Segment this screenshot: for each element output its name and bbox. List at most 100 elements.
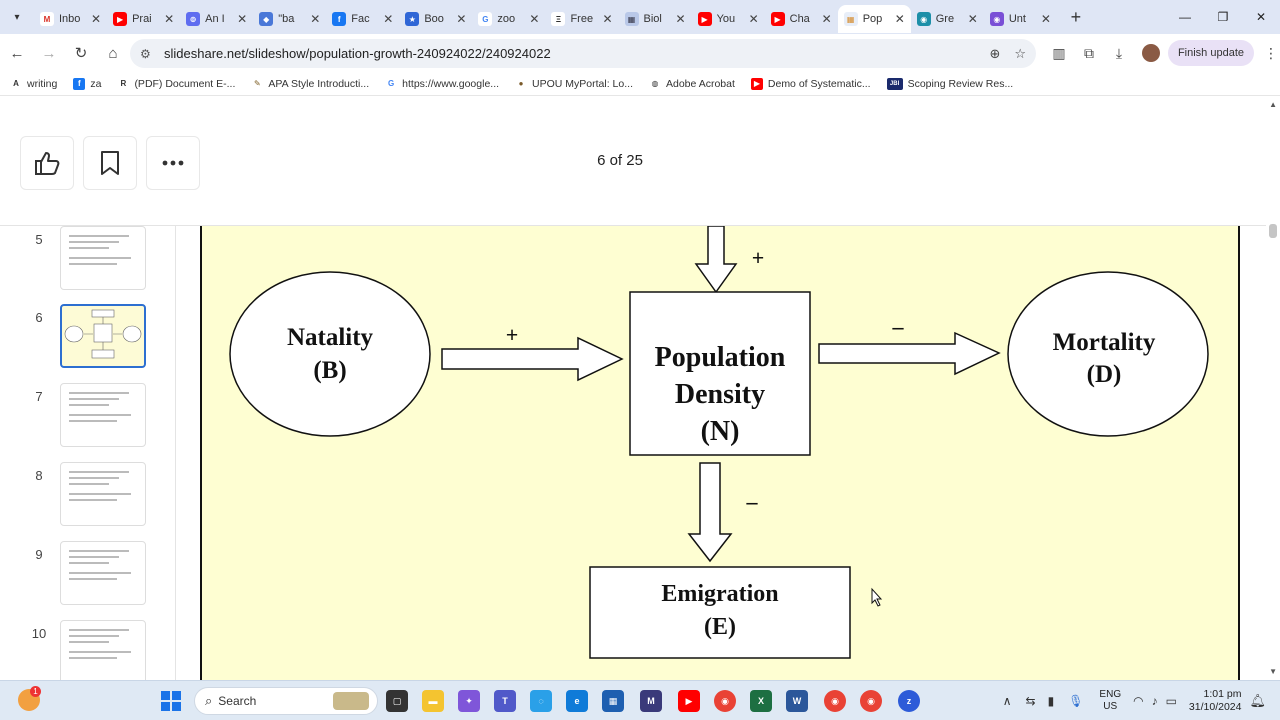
thumbnail-row[interactable]: 6: [0, 304, 175, 374]
tab-close-icon[interactable]: ✕: [164, 12, 175, 26]
forward-icon[interactable]: →: [41, 44, 57, 62]
site-info-icon[interactable]: ⚙: [140, 46, 151, 61]
thumbnail-row[interactable]: 5: [0, 226, 175, 296]
store-icon[interactable]: ▦: [602, 690, 624, 712]
page-scrollbar[interactable]: ▲ ▼: [1266, 96, 1280, 680]
tab-search-icon[interactable]: ▾: [14, 11, 20, 23]
language-indicator[interactable]: ENG US: [1099, 689, 1121, 713]
file-explorer-icon[interactable]: ▬: [422, 690, 444, 712]
browser-tab[interactable]: ▶Cha✕: [765, 5, 838, 33]
tab-close-icon[interactable]: ✕: [748, 12, 759, 26]
browser-tab[interactable]: ▦Pop✕: [837, 5, 911, 33]
tab-close-icon[interactable]: ✕: [529, 12, 540, 26]
browser-tab[interactable]: ◆"ba✕: [253, 5, 326, 33]
chrome-icon[interactable]: ◉: [714, 690, 736, 712]
notification-bell-icon[interactable]: 🔔︎: [1249, 693, 1266, 708]
browser-tab[interactable]: ◉Gre✕: [911, 5, 984, 33]
scroll-up-icon[interactable]: ▲: [1269, 100, 1277, 109]
zoom-app-icon[interactable]: z: [898, 690, 920, 712]
browser-tab[interactable]: ▶Prai✕: [107, 5, 180, 33]
app-icon[interactable]: M: [640, 690, 662, 712]
tray-expand-icon[interactable]: ∧: [1002, 694, 1012, 708]
finish-update-button[interactable]: Finish update: [1167, 40, 1254, 66]
thumbnail-row[interactable]: 7: [0, 383, 175, 453]
thumbnail-row[interactable]: 9: [0, 541, 175, 611]
tab-close-icon[interactable]: ✕: [91, 12, 102, 26]
windows-start-icon[interactable]: [160, 690, 182, 712]
minimize-icon[interactable]: —: [1179, 10, 1191, 24]
side-panel-icon[interactable]: ▥: [1052, 44, 1066, 61]
chat-app-icon[interactable]: ◌: [530, 690, 552, 712]
reload-icon[interactable]: ↻: [74, 45, 88, 62]
excel-icon[interactable]: X: [750, 690, 772, 712]
tab-close-icon[interactable]: ✕: [310, 12, 321, 26]
back-icon[interactable]: ←: [9, 44, 25, 62]
bookmark-item[interactable]: ✎APA Style Introducti...: [251, 77, 369, 90]
extensions-icon[interactable]: ⧉: [1083, 44, 1094, 61]
slide-thumbnail[interactable]: [60, 620, 146, 680]
profile-avatar[interactable]: [1141, 44, 1160, 62]
download-icon[interactable]: ⤓: [1115, 44, 1123, 61]
youtube-icon[interactable]: ▶: [678, 690, 700, 712]
tab-close-icon[interactable]: ✕: [602, 12, 613, 26]
thumbnail-row[interactable]: 8: [0, 462, 175, 532]
restore-icon[interactable]: ❐: [1217, 10, 1229, 24]
address-bar[interactable]: ⚙ slideshare.net/slideshow/population-gr…: [130, 39, 1036, 68]
thumbnail-row[interactable]: 10: [0, 620, 175, 680]
tab-close-icon[interactable]: ✕: [967, 12, 978, 26]
scroll-down-icon[interactable]: ▼: [1269, 667, 1277, 676]
zoom-icon[interactable]: ⊕: [989, 45, 1001, 61]
close-window-icon[interactable]: ✕: [1255, 10, 1267, 24]
copilot-icon[interactable]: ✦: [458, 690, 480, 712]
slide-thumbnail[interactable]: [60, 383, 146, 447]
taskbar-search[interactable]: ⌕ Search: [194, 687, 378, 715]
wifi-icon[interactable]: ◠: [1133, 694, 1144, 708]
scroll-thumb[interactable]: [1269, 224, 1277, 238]
microphone-icon[interactable]: 🎙: [1068, 694, 1084, 708]
tab-close-icon[interactable]: ✕: [894, 12, 905, 26]
clock[interactable]: 1:01 pm 31/10/2024: [1189, 688, 1242, 714]
volume-icon[interactable]: ♪: [1151, 694, 1158, 708]
slide-thumbnail[interactable]: [60, 304, 146, 368]
chrome-profile-icon[interactable]: ◉: [824, 690, 846, 712]
tray-app-icon[interactable]: ⇆: [1025, 694, 1036, 708]
save-button[interactable]: [83, 136, 137, 190]
slide-thumbnail[interactable]: [60, 541, 146, 605]
more-options-button[interactable]: [146, 136, 200, 190]
teams-icon[interactable]: T: [494, 690, 516, 712]
task-view-icon[interactable]: ▢: [386, 690, 408, 712]
tab-close-icon[interactable]: ✕: [1040, 12, 1051, 26]
slide-thumbnail[interactable]: [60, 226, 146, 290]
bookmark-item[interactable]: R(PDF) Document E-...: [117, 77, 235, 90]
slide-thumbnail[interactable]: [60, 462, 146, 526]
browser-menu-icon[interactable]: ⋮: [1264, 44, 1278, 61]
browser-tab[interactable]: ⊚An I✕: [180, 5, 253, 33]
like-button[interactable]: [20, 136, 74, 190]
chrome-profile-2-icon[interactable]: ◉: [860, 690, 882, 712]
tab-close-icon[interactable]: ✕: [237, 12, 248, 26]
home-icon[interactable]: ⌂: [108, 44, 118, 62]
browser-tab[interactable]: ▶You✕: [692, 5, 765, 33]
tab-close-icon[interactable]: ✕: [456, 12, 467, 26]
tray-app-2-icon[interactable]: ▮: [1047, 694, 1055, 708]
browser-tab[interactable]: ★Boo✕: [399, 5, 472, 33]
new-tab-button[interactable]: +: [1070, 6, 1082, 27]
browser-tab[interactable]: ▦Biol✕: [619, 5, 692, 33]
word-icon[interactable]: W: [786, 690, 808, 712]
tab-close-icon[interactable]: ✕: [675, 12, 686, 26]
tab-close-icon[interactable]: ✕: [383, 12, 394, 26]
bookmark-star-icon[interactable]: ☆: [1014, 45, 1026, 61]
battery-icon[interactable]: ▭: [1165, 694, 1177, 708]
bookmark-item[interactable]: ●UPOU MyPortal: Lo...: [515, 77, 633, 90]
edge-icon[interactable]: e: [566, 690, 588, 712]
browser-tab[interactable]: ◉Unt✕: [984, 5, 1057, 33]
bookmark-item[interactable]: ◍Adobe Acrobat: [649, 77, 735, 90]
